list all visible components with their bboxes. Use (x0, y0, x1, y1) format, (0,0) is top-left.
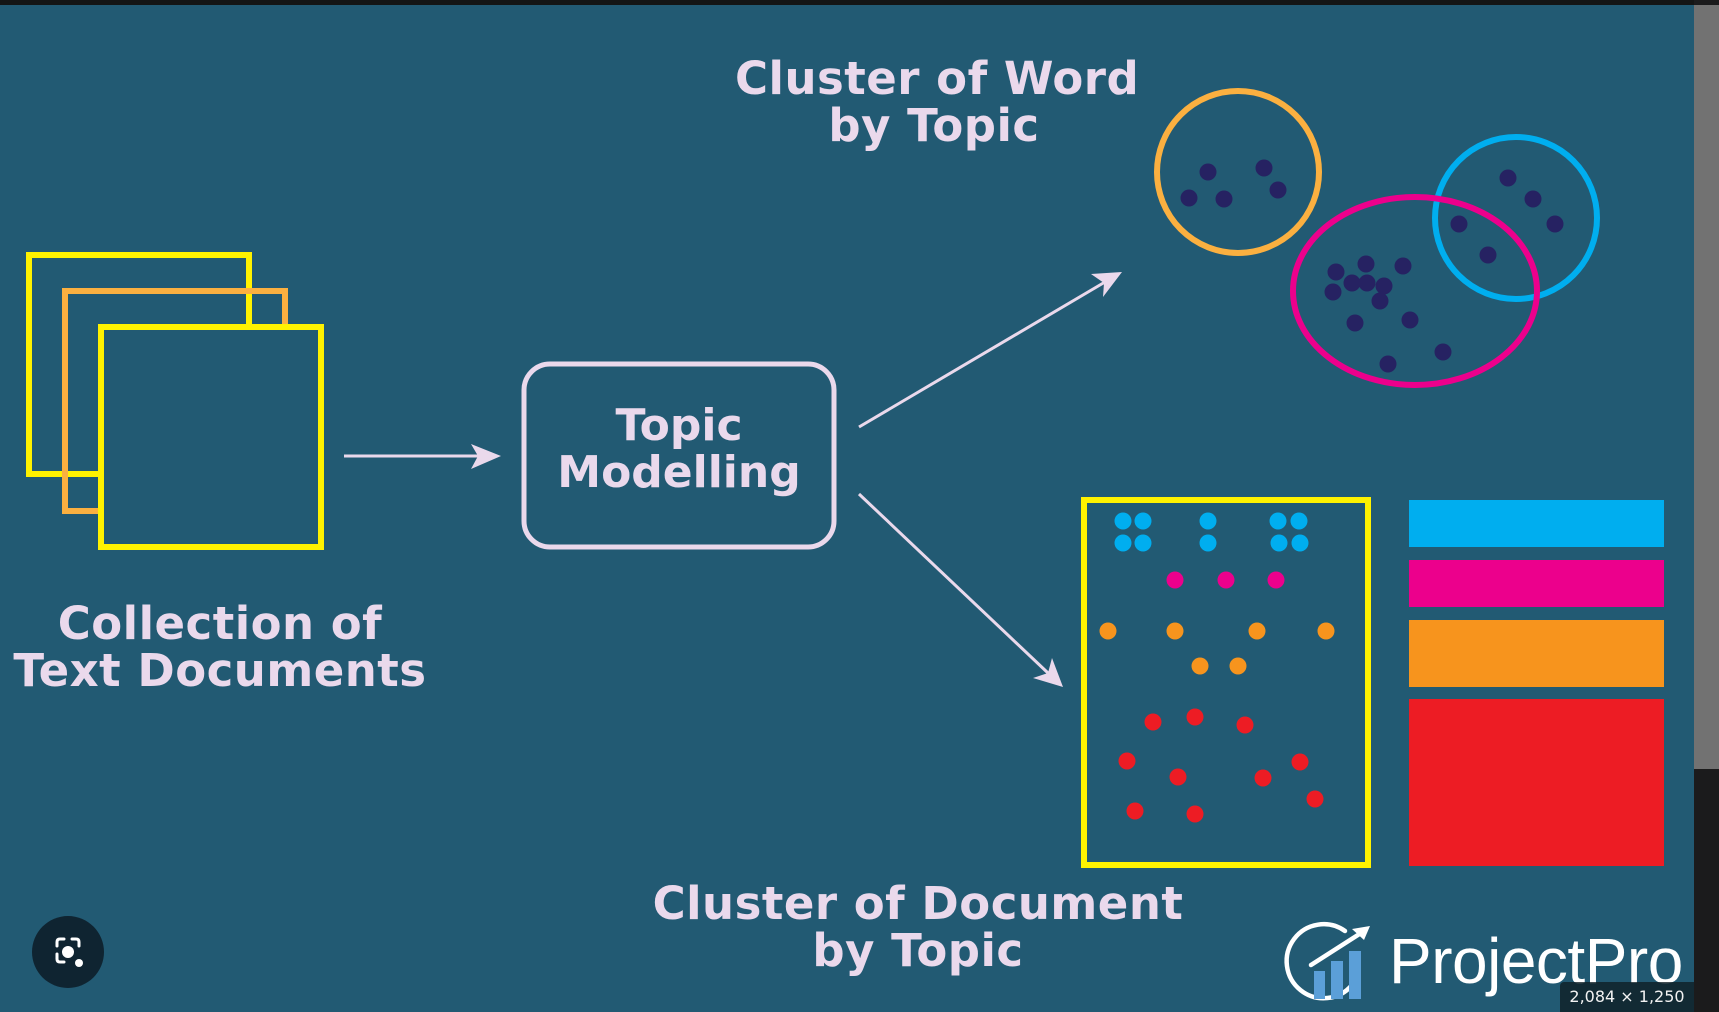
topic-bar-cyan (1409, 500, 1664, 547)
document-dot-cyan (1291, 534, 1309, 552)
word-cluster-title-line2: by Topic (828, 99, 1040, 152)
word-dot (1343, 274, 1361, 292)
magenta-cluster-outline (1290, 194, 1540, 388)
document-dot-orange (1229, 657, 1247, 675)
document-dot-red (1169, 768, 1187, 786)
topic-modelling-line1: Topic (615, 400, 743, 451)
word-cluster-title-line1: Cluster of Word (735, 52, 1140, 105)
topic-bar-orange (1409, 620, 1664, 687)
word-dot (1371, 292, 1389, 310)
growth-chart-icon (1284, 922, 1370, 1001)
document-dot-red (1186, 708, 1204, 726)
word-dot (1379, 355, 1397, 373)
document-dot-orange (1099, 622, 1117, 640)
word-dot (1358, 274, 1376, 292)
word-dot (1479, 246, 1497, 264)
arrow-to-word-clusters (858, 272, 1122, 429)
document-dot-magenta (1267, 571, 1285, 589)
word-dot (1255, 159, 1273, 177)
word-dot (1375, 277, 1393, 295)
document-dot-red (1291, 753, 1309, 771)
document-cluster-title-line2: by Topic (812, 924, 1024, 977)
document-dot-cyan (1134, 534, 1152, 552)
document-dot-cyan (1114, 534, 1132, 552)
document-cluster-title-line1: Cluster of Document (652, 877, 1184, 930)
arrow-to-document-clusters (857, 492, 1063, 687)
word-dot (1324, 283, 1342, 301)
document-dots (1099, 512, 1335, 823)
word-dot (1524, 190, 1542, 208)
document-dot-cyan (1199, 512, 1217, 530)
scrollbar-thumb[interactable] (1694, 5, 1719, 769)
document-dot-cyan (1290, 512, 1308, 530)
word-clusters (1154, 88, 1600, 388)
word-dot (1546, 215, 1564, 233)
document-dot-magenta (1217, 571, 1235, 589)
document-dot-red (1126, 802, 1144, 820)
lens-search-button[interactable] (32, 916, 104, 988)
word-dot (1346, 314, 1364, 332)
document-dot-orange (1248, 622, 1266, 640)
document-stack (26, 252, 324, 550)
cyan-cluster-outline (1432, 134, 1600, 302)
word-dot (1401, 311, 1419, 329)
topic-modelling-box (521, 361, 837, 550)
word-dot (1394, 257, 1412, 275)
document-cluster-box (1081, 497, 1371, 868)
word-dot (1199, 163, 1217, 181)
document-dot-cyan (1134, 512, 1152, 530)
lens-search-icon (55, 937, 83, 967)
topic-bar-magenta (1409, 560, 1664, 607)
image-size-badge: 2,084 × 1,250 (1560, 982, 1694, 1012)
word-dot (1180, 189, 1198, 207)
document-cluster-title: Cluster of Document by Topic (640, 880, 1196, 974)
word-dot (1215, 190, 1233, 208)
word-dot (1269, 181, 1287, 199)
top-bar (0, 0, 1719, 5)
topic-bar-red (1409, 699, 1664, 866)
word-dot (1499, 169, 1517, 187)
topic-modelling-line2: Modelling (557, 447, 801, 498)
word-dot (1357, 255, 1375, 273)
document-dot-red (1144, 713, 1162, 731)
word-cluster-title: Cluster of Word by Topic (735, 52, 1140, 152)
document-dot-red (1306, 790, 1324, 808)
document-dot-cyan (1270, 534, 1288, 552)
topic-distribution-bars (1409, 500, 1664, 866)
word-dot (1450, 215, 1468, 233)
topic-modelling-label: Topic Modelling (522, 402, 836, 496)
document-dot-cyan (1199, 534, 1217, 552)
word-dot (1327, 263, 1345, 281)
document-dot-red (1254, 769, 1272, 787)
arrow-to-topic-modelling (344, 444, 501, 469)
collection-title-line1: Collection of (57, 597, 383, 650)
document-front (98, 324, 324, 550)
document-dot-magenta (1166, 571, 1184, 589)
collection-title: Collection of Text Documents (0, 600, 440, 694)
document-dot-orange (1317, 622, 1335, 640)
document-dot-red (1236, 716, 1254, 734)
document-dot-cyan (1114, 512, 1132, 530)
collection-title-line2: Text Documents (13, 644, 427, 697)
word-dot (1434, 343, 1452, 361)
document-dot-red (1118, 752, 1136, 770)
document-dot-orange (1191, 657, 1209, 675)
document-dot-red (1186, 805, 1204, 823)
document-dot-cyan (1269, 512, 1287, 530)
document-dot-orange (1166, 622, 1184, 640)
orange-cluster-outline (1154, 88, 1322, 256)
